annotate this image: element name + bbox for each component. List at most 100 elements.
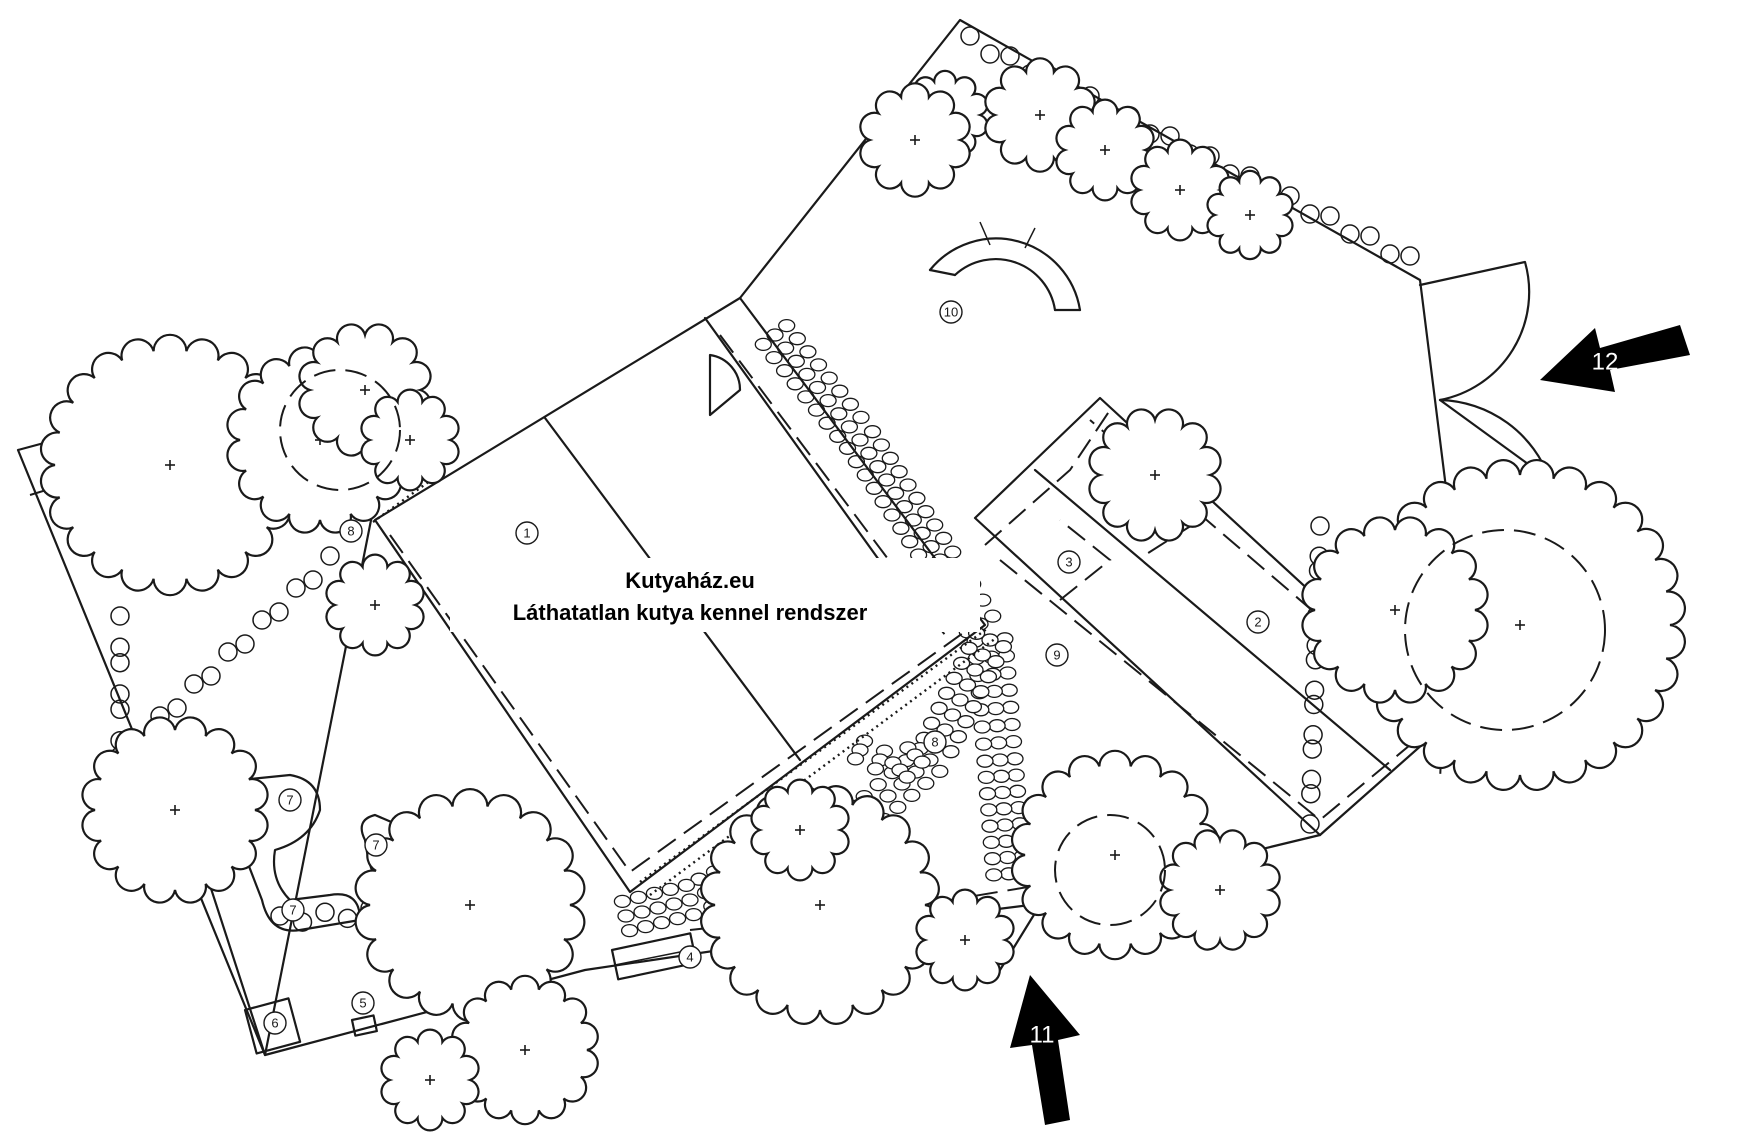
paving-stone: [943, 708, 962, 722]
plan-marker: 7: [281, 898, 305, 922]
hedge-shrub: [1000, 46, 1020, 66]
paving-stone: [788, 332, 806, 346]
hedge-shrub: [1320, 206, 1340, 226]
hedge-shrub: [1380, 244, 1400, 264]
paving-stone: [957, 715, 975, 729]
tree-icon: [1088, 408, 1222, 542]
door-swing: [708, 353, 742, 417]
paving-stone: [978, 787, 997, 801]
plan-marker-label: 2: [1254, 615, 1261, 630]
paving-stone: [995, 802, 1013, 816]
paving-stone: [677, 878, 696, 893]
paving-stone: [974, 737, 993, 751]
tree-icon: [915, 888, 1015, 992]
paving-stone: [977, 770, 995, 785]
plan-marker: 10: [939, 300, 963, 324]
hedge-shrub: [110, 652, 130, 673]
paving-stone: [983, 852, 1002, 866]
plan-marker-label: 10: [944, 305, 958, 320]
paving-stone: [766, 328, 784, 342]
hedge-shrub: [1310, 516, 1330, 536]
plan-marker-label: 1: [523, 526, 530, 541]
paving-stone: [841, 397, 860, 411]
plan-marker-label: 7: [286, 793, 293, 808]
tree-icon: [380, 1028, 480, 1132]
paving-stone: [903, 788, 921, 803]
tree-icon: [1159, 829, 1281, 951]
paving-stone: [991, 753, 1009, 767]
paving-stone: [987, 655, 1005, 669]
hedge-shrub: [269, 602, 289, 622]
paving-stone: [645, 886, 664, 901]
paving-stone: [976, 754, 994, 768]
paving-stone: [889, 800, 907, 815]
hedge-shrub: [1303, 725, 1323, 745]
paving-stone: [809, 358, 828, 372]
paving-stone: [684, 907, 703, 922]
paving-stone: [1000, 683, 1018, 697]
plan-marker-label: 8: [347, 524, 354, 539]
hedge-shrub: [960, 26, 980, 46]
paving-stone: [937, 686, 956, 700]
plan-marker-label: 9: [1053, 648, 1060, 663]
plan-marker-label: 6: [271, 1016, 278, 1031]
hedge-shrub: [252, 610, 272, 630]
paving-stone: [996, 818, 1014, 832]
hedge-shrub: [980, 44, 1000, 64]
paving-stone: [898, 770, 916, 784]
paving-stone: [863, 425, 882, 439]
paving-stone: [629, 890, 648, 905]
paving-stone: [951, 693, 969, 707]
paving-stone: [980, 803, 998, 817]
paving-stone: [899, 478, 917, 492]
paving-stone: [917, 776, 935, 791]
hedge-shrub: [1302, 739, 1323, 759]
paving-stone: [808, 380, 827, 395]
paving-stone: [992, 769, 1010, 783]
paving-stone: [878, 473, 896, 487]
plan-marker-label: 4: [686, 950, 693, 965]
paving-stone: [633, 905, 651, 919]
tree-icon: [360, 388, 460, 492]
paving-stone: [958, 678, 977, 692]
paving-stone: [852, 410, 870, 425]
paving-stone: [831, 384, 849, 398]
paving-stone: [998, 850, 1017, 865]
paving-stone: [665, 897, 683, 911]
paving-stone: [649, 901, 667, 915]
paving-stone: [952, 656, 971, 670]
paving-stone: [981, 819, 999, 833]
paving-stone: [798, 367, 816, 382]
paving-stone: [972, 685, 990, 699]
paving-stone: [913, 755, 931, 769]
plan-marker-label: 7: [289, 903, 296, 918]
paving-stone: [819, 393, 837, 408]
paving-stone: [765, 350, 783, 365]
paving-stone: [636, 919, 655, 934]
plan-marker-label: 8: [931, 735, 938, 750]
paving-stone: [979, 670, 998, 684]
plan-marker: 1: [515, 521, 539, 545]
hedge-shrub: [218, 642, 238, 662]
hedge-shrub: [1304, 694, 1324, 715]
paving-stone: [846, 752, 865, 766]
paving-stone: [892, 521, 910, 535]
plan-marker: 7: [278, 788, 302, 812]
paving-stone: [681, 893, 699, 907]
paving-stone: [989, 736, 1008, 750]
paving-stone: [994, 640, 1013, 654]
title-line-1: Kutyaház.eu: [625, 568, 755, 593]
paving-stone: [930, 701, 948, 715]
tree-icon: [1130, 138, 1230, 242]
paving-stone: [993, 785, 1012, 800]
arrow-label-12: 12: [1592, 349, 1619, 376]
entrance-arrow-11: 11: [1010, 975, 1080, 1125]
paving-stone: [1002, 700, 1020, 714]
plan-marker: 9: [1045, 643, 1069, 667]
paving-stone: [890, 465, 908, 479]
paving-stone: [775, 364, 794, 378]
plan-marker: 5: [351, 991, 375, 1015]
tree-icon: [81, 716, 269, 904]
